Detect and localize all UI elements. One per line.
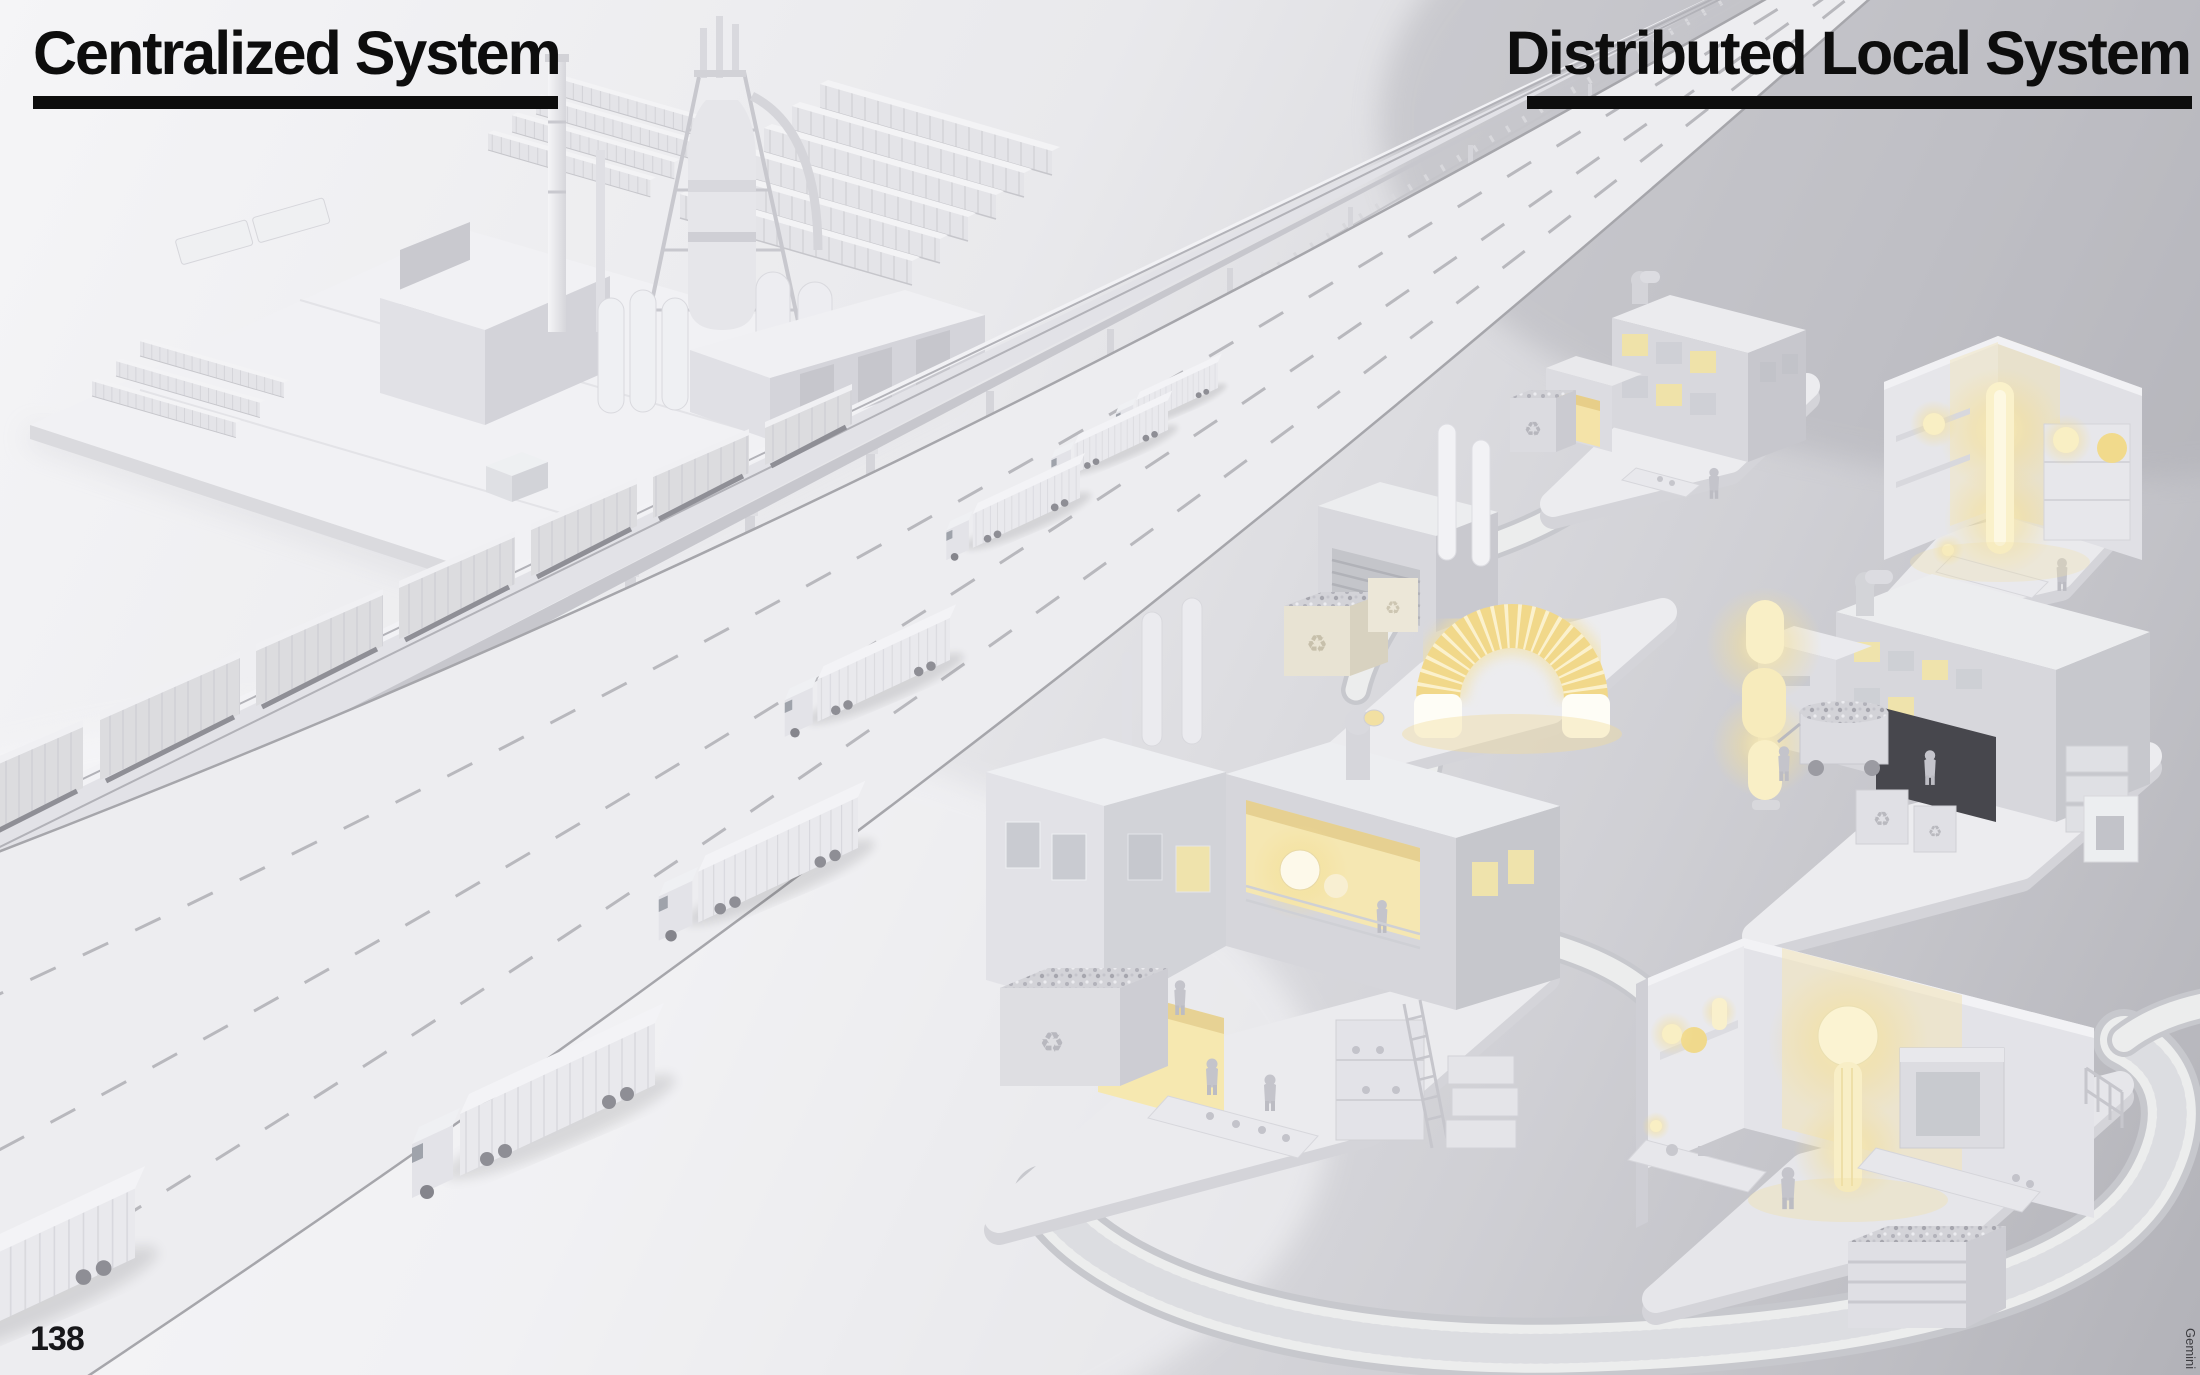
chimney-pipe [1471,439,1491,567]
recycle-bin: ♻ [1855,789,1909,845]
workshop-recycling-center: ♻ ♻ [1706,570,2162,962]
glowing-tube-arch [1402,597,1622,754]
left-system-title: Centralized System [33,19,562,87]
disc-lamp [2097,433,2127,463]
workshop-arch-extruder: ♻ ♻ [1284,423,1677,798]
shred-crate [1848,1226,2006,1328]
lane-marking [0,0,1796,996]
desk-lamp [1650,1120,1662,1132]
craft-desk [1627,1139,1767,1193]
roof-duct-icon [1631,271,1660,304]
round-lamp [1279,849,1321,891]
parts-shelf [1335,1019,1425,1141]
right-title-underline [1527,96,2192,109]
page-number: 138 [30,1320,85,1358]
recycle-icon: ♻ [1306,631,1328,658]
workbench [1147,1095,1319,1159]
right-system-title: Distributed Local System [1505,19,2192,87]
globe-lamp [1662,1024,1682,1044]
person-figure [1708,467,1720,499]
centralized-factory-complex [27,16,1061,609]
road-edge-line [87,0,1871,1375]
recycle-bin: ♻ [1000,968,1168,1086]
globe-lamp [1923,413,1945,435]
glowing-segment-lamp [1706,587,1822,810]
viaduct-deck [0,0,1750,952]
recycle-icon: ♻ [1039,1027,1064,1058]
chimney-pipe [1437,423,1457,561]
3d-printer [1899,1047,2005,1149]
watermark: Gemini [2183,1327,2198,1369]
lit-upper-room [1245,800,1421,950]
gatehouse [486,452,548,502]
chimney-pipe [1181,597,1203,745]
recycle-icon: ♻ [1385,598,1401,618]
cylinder-lamp [1712,998,1727,1030]
recycle-bin: ♻ [1510,390,1576,452]
recycle-icon: ♻ [1524,419,1542,441]
workshop-maker-room [1627,938,2134,1328]
distributed-local-cluster: ♻ [984,271,2200,1375]
parked-trailers [175,197,331,265]
road-edge-line [0,0,1767,853]
globe-lamp [2053,427,2079,453]
cardboard-recycle-box: ♻ [1368,578,1418,632]
chimney-pipe [1141,611,1163,747]
factory-chimney [545,54,605,332]
left-title-underline [33,96,558,109]
railing [2084,1066,2124,1128]
recycle-icon: ♻ [1873,809,1891,831]
workshop-main: ♻ [984,597,1560,1245]
recycle-icon: ♻ [1928,824,1942,841]
workshop-microfactory: ♻ [1510,271,1820,529]
blast-furnace [638,16,823,359]
roof-duct-icon [1855,570,1893,616]
ladder [1402,999,1450,1149]
recycle-bin: ♻ [1913,805,1957,853]
lane-marking [0,0,1824,1152]
glowing-floor-lamp [1748,962,1948,1222]
roof-duct-icon [1345,709,1385,780]
scrap-cart [1777,701,1889,776]
freight-train [0,384,852,833]
highway [0,0,1871,1375]
